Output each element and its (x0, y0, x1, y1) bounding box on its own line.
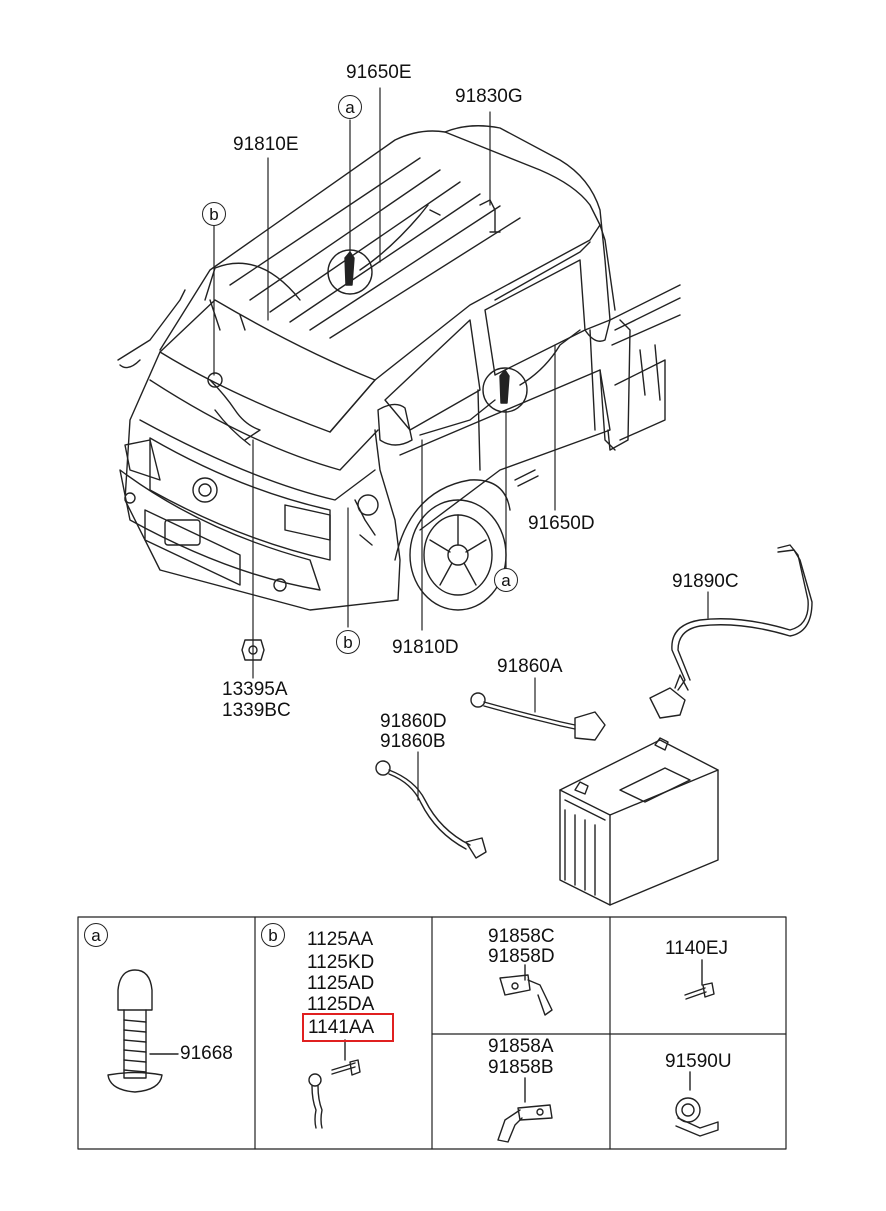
callout-91890c: 91890C (672, 571, 739, 592)
marker-a-roof: a (338, 95, 362, 119)
part-1140ej: 1140EJ (665, 938, 729, 959)
bracket-91858a (497, 1077, 553, 1143)
part-91858d: 91858D (488, 946, 555, 967)
part-91858a: 91858A (488, 1036, 554, 1057)
part-1125kd: 1125KD (307, 952, 375, 973)
part-1125aa: 1125AA (307, 929, 374, 950)
parts-table-grid (77, 916, 787, 1150)
highlight-box-1141aa (302, 1013, 394, 1042)
callout-91860b: 91860B (380, 731, 446, 752)
clip-91590u (675, 1071, 719, 1137)
nut-13395a (241, 639, 265, 661)
part-1125ad: 1125AD (307, 973, 375, 994)
battery-cable-91890c (649, 544, 813, 719)
callout-91860d: 91860D (380, 711, 447, 732)
marker-b-top: b (202, 202, 226, 226)
table-marker-a: a (84, 923, 108, 947)
marker-a-wheel: a (494, 568, 518, 592)
callout-13395a: 13395A (222, 679, 288, 700)
part-91858b: 91858B (488, 1057, 554, 1078)
callout-91650d: 91650D (528, 513, 595, 534)
bolt-1140ej (684, 959, 715, 1000)
cable-91860d (375, 760, 487, 859)
callout-91650e: 91650E (346, 62, 412, 83)
part-1125da: 1125DA (307, 994, 375, 1015)
grommet-91668 (107, 969, 179, 1093)
callout-91830g: 91830G (455, 86, 523, 107)
callout-91810d: 91810D (392, 637, 459, 658)
marker-b-bottom: b (336, 630, 360, 654)
callout-1339bc: 1339BC (222, 700, 291, 721)
leader-lines (213, 87, 709, 801)
cable-91860a (470, 692, 606, 741)
bracket-91858c (499, 964, 553, 1016)
battery (559, 737, 719, 906)
van-illustration (117, 125, 681, 611)
part-91668: 91668 (180, 1043, 233, 1064)
table-marker-b: b (261, 923, 285, 947)
callout-91810e: 91810E (233, 134, 299, 155)
part-91858c: 91858C (488, 926, 555, 947)
callout-91860a: 91860A (497, 656, 563, 677)
part-91590u: 91590U (665, 1051, 732, 1072)
bolt-1141aa (308, 1039, 361, 1129)
part-1141aa: 1141AA (308, 1017, 375, 1038)
